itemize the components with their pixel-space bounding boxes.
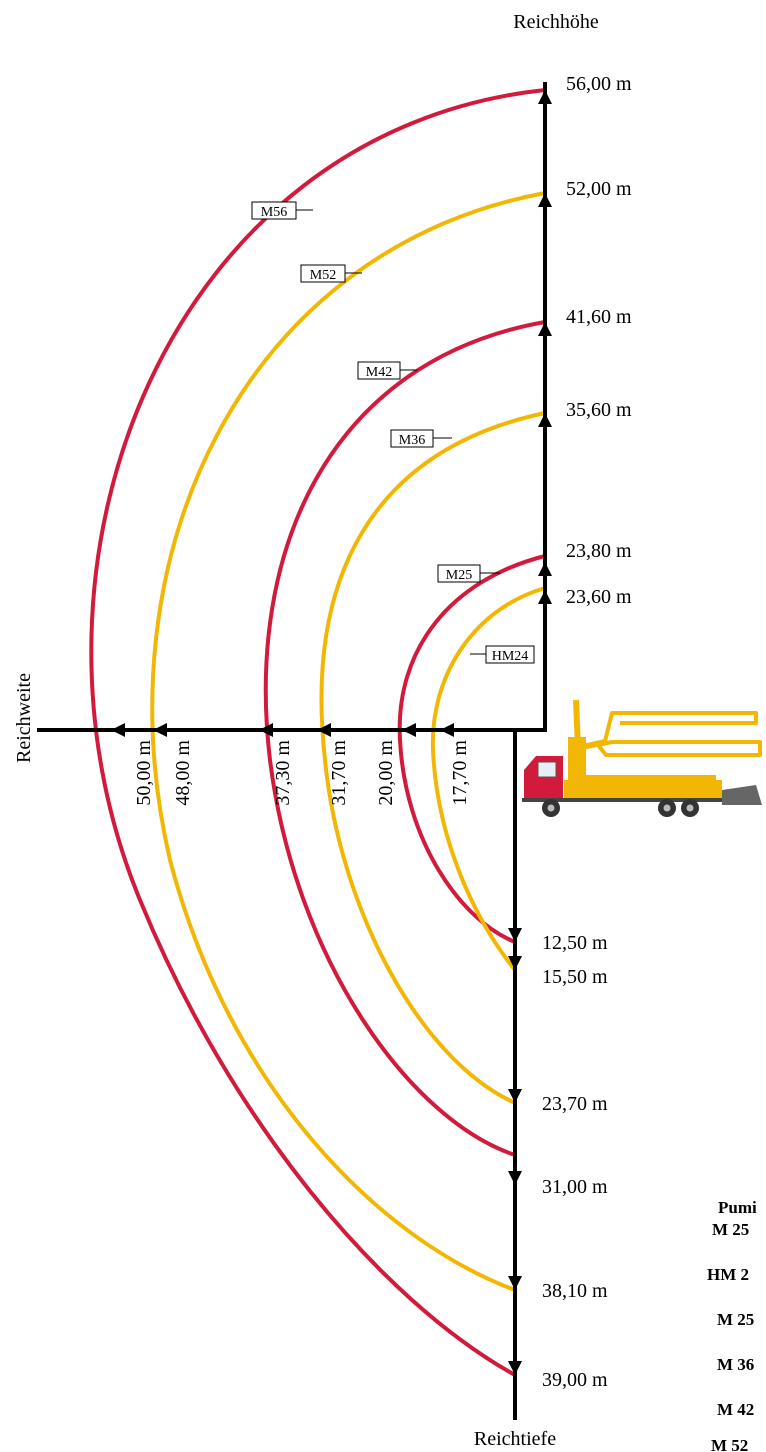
arrow-down-38: [508, 1276, 522, 1290]
depth-label: 39,00 m: [542, 1369, 608, 1391]
arrow-left-48: [153, 723, 167, 737]
height-label: 23,60 m: [566, 586, 632, 608]
height-axis-title: Reichhöhe: [513, 11, 599, 33]
arrow-down-31: [508, 1171, 522, 1185]
table-row: M 36: [717, 1355, 754, 1374]
reach-label: 48,00 m: [172, 740, 194, 806]
boom-name: HM24: [492, 649, 529, 664]
reach-label: 50,00 m: [133, 740, 155, 806]
arrow-up-23a: [538, 562, 552, 576]
pump-table-fragment: Pumi M 25 HM 2 M 25 M 36 M 42 M 52: [707, 1198, 757, 1452]
boom-name: M36: [399, 433, 425, 448]
reach-label: 17,70 m: [449, 740, 471, 806]
table-row: M 52: [711, 1436, 748, 1452]
tag-m42: M42: [357, 361, 417, 380]
tag-m36: M36: [390, 429, 452, 448]
arrow-up-52: [538, 193, 552, 207]
height-label: 41,60 m: [566, 306, 632, 328]
height-label: 52,00 m: [566, 178, 632, 200]
height-label: 35,60 m: [566, 399, 632, 421]
boom-curves: [89, 88, 546, 1377]
arrow-up-56: [538, 90, 552, 104]
tag-m56: M56: [251, 201, 313, 220]
curve-m25: [397, 554, 546, 944]
depth-labels: 12,50 m 15,50 m 23,70 m 31,00 m 38,10 m …: [542, 932, 608, 1391]
tag-hm24: HM24: [470, 645, 535, 664]
arrow-down-23: [508, 1089, 522, 1103]
reach-arrows: [111, 723, 454, 737]
depth-label: 38,10 m: [542, 1280, 608, 1302]
depth-axis-title: Reichtiefe: [474, 1428, 556, 1450]
reach-labels: 50,00 m 48,00 m 37,30 m 31,70 m 20,00 m …: [133, 740, 471, 806]
boom-name: M56: [261, 205, 287, 220]
tag-m25: M25: [437, 564, 500, 583]
depth-arrows: [508, 928, 522, 1375]
depth-label: 31,00 m: [542, 1176, 608, 1198]
reach-label: 37,30 m: [272, 740, 294, 806]
curve-m42: [263, 320, 546, 1157]
boom-name: M25: [446, 568, 472, 583]
arrow-up-23b: [538, 590, 552, 604]
tag-m52: M52: [300, 264, 362, 283]
boom-name: M42: [366, 365, 392, 380]
reach-label: 31,70 m: [328, 740, 350, 806]
table-row: M 25: [712, 1220, 749, 1239]
arrow-down-12: [508, 928, 522, 942]
curve-m36: [319, 411, 546, 1105]
depth-label: 23,70 m: [542, 1093, 608, 1115]
arrow-left-20: [402, 723, 416, 737]
depth-label: 12,50 m: [542, 932, 608, 954]
arrow-up-35: [538, 413, 552, 427]
arrow-left-50: [111, 723, 125, 737]
table-row: M 42: [717, 1400, 754, 1419]
boom-name: M52: [310, 268, 336, 283]
height-labels: 56,00 m 52,00 m 41,60 m 35,60 m 23,80 m …: [566, 73, 632, 608]
arrow-down-15: [508, 956, 522, 970]
height-label: 56,00 m: [566, 73, 632, 95]
table-row: HM 2: [707, 1265, 749, 1284]
curve-hm24: [430, 586, 546, 972]
curve-m52: [150, 191, 546, 1292]
table-row: M 25: [717, 1310, 754, 1329]
reach-axis-title: Reichweite: [13, 673, 35, 763]
table-header: Pumi: [718, 1198, 757, 1217]
arrow-left-17: [440, 723, 454, 737]
height-arrows: [538, 90, 552, 604]
arrow-left-37: [259, 723, 273, 737]
height-label: 23,80 m: [566, 540, 632, 562]
arrow-down-39: [508, 1361, 522, 1375]
arrow-up-41: [538, 322, 552, 336]
boom-tags: M56 M52 M42 M36 M25 HM24: [251, 201, 535, 664]
pump-truck-icon: [522, 699, 762, 817]
depth-label: 15,50 m: [542, 966, 608, 988]
reach-label: 20,00 m: [375, 740, 397, 806]
arrow-left-31: [317, 723, 331, 737]
